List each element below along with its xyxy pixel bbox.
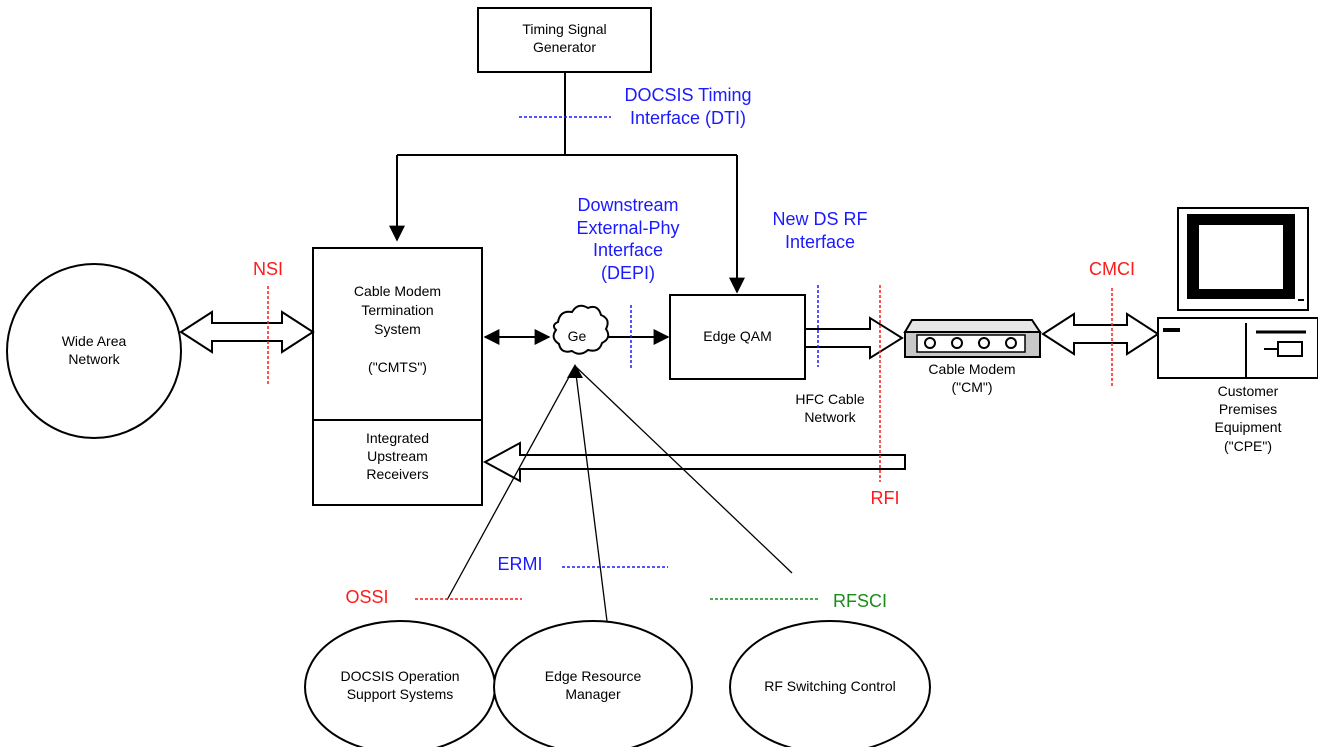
edgeqam-modem-arrow bbox=[804, 316, 904, 360]
upstream-return-arrow bbox=[482, 441, 906, 483]
depi-label: Downstream External-Phy Interface (DEPI) bbox=[576, 195, 680, 283]
nsi-label: NSI bbox=[252, 259, 283, 279]
ge-cloud bbox=[552, 304, 610, 355]
rf-switching-control-label: RF Switching Control bbox=[764, 678, 896, 694]
cmci-label: CMCI bbox=[1089, 259, 1135, 279]
edge-qam-box bbox=[669, 294, 806, 380]
cmts-label: Cable Modem Termination System ("CMTS") bbox=[353, 283, 442, 375]
wide-area-network-label: Wide Area Network bbox=[61, 333, 127, 367]
rf-switching-control-ellipse bbox=[729, 620, 931, 747]
integrated-upstream-receivers-label: Integrated Upstream Receivers bbox=[365, 430, 430, 483]
hfc-cable-network-label: HFC Cable Network bbox=[795, 391, 865, 425]
cable-modem-label: Cable Modem ("CM") bbox=[928, 361, 1016, 395]
cmts-box bbox=[312, 247, 483, 421]
upstream-receivers-box bbox=[312, 419, 483, 506]
docsis-oss-label: DOCSIS Operation Support Systems bbox=[340, 668, 460, 702]
edge-resource-manager-label: Edge Resource Manager bbox=[544, 668, 642, 702]
timing-lines bbox=[389, 72, 745, 294]
ge-label: Ge bbox=[567, 328, 587, 344]
timing-signal-generator-box bbox=[477, 7, 652, 73]
edge-qam-label: Edge QAM bbox=[703, 328, 772, 344]
ge-management-arrowhead bbox=[567, 364, 583, 378]
edge-resource-manager-ellipse bbox=[493, 620, 693, 747]
wan-cmts-double-arrow bbox=[179, 310, 315, 354]
dti-label: DOCSIS Timing Interface (DTI) bbox=[624, 85, 752, 128]
rfsci-label: RFSCI bbox=[833, 591, 887, 611]
management-lines bbox=[446, 365, 793, 646]
cable-modem-device bbox=[903, 319, 1042, 358]
ossi-label: OSSI bbox=[345, 587, 389, 607]
rfi-label: RFI bbox=[870, 488, 900, 508]
ermi-label: ERMI bbox=[497, 554, 543, 574]
modem-cpe-double-arrow bbox=[1041, 312, 1160, 356]
cpe-computer bbox=[1157, 207, 1318, 379]
timing-signal-generator-label: Timing Signal Generator bbox=[522, 21, 607, 55]
cpe-label: Customer Premises Equipment ("CPE") bbox=[1214, 383, 1282, 454]
new-ds-rf-label: New DS RF Interface bbox=[772, 209, 868, 252]
wide-area-network-circle bbox=[6, 263, 182, 439]
